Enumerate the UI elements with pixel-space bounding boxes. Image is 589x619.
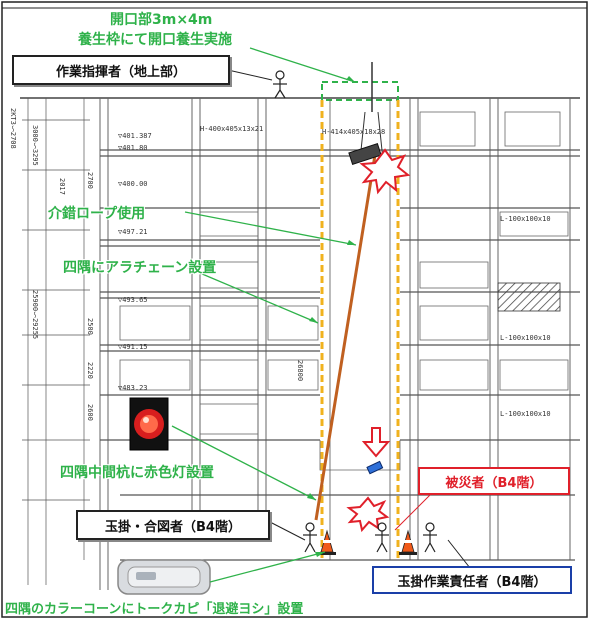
beam-note: H-400x405x13x21 (200, 125, 264, 133)
elevation-mark: ▽493.65 (118, 296, 148, 304)
red-light-label: 四隅中間杭に赤色灯設置 (60, 465, 214, 481)
left-dimension: 25900～29255 (31, 290, 39, 340)
traffic-cone-icon (318, 529, 336, 555)
elevation-mark: ▽497.21 (118, 228, 148, 236)
beam-note: L-100x100x10 (500, 334, 551, 342)
stick-figure-icon (303, 522, 317, 553)
impact-burst-icon (346, 496, 390, 533)
down-arrow-icon (361, 427, 391, 458)
elevation-mark: ▽491.15 (118, 343, 148, 351)
elevation-mark: ▽401.387 (118, 132, 152, 140)
signaler-label: 玉掛・合図者（B4階） (76, 510, 270, 540)
hatched-block (497, 282, 561, 312)
fallen-object (366, 460, 384, 475)
stick-figure-icon (375, 522, 389, 553)
opening-label-line2: 養生枠にて開口養生実施 (78, 32, 232, 48)
crane-bucket-icon (348, 143, 382, 165)
left-dimension: 2600 (86, 404, 94, 421)
elevation-mark: ▽400.00 (118, 180, 148, 188)
stick-figure-icon (273, 70, 287, 99)
impact-burst-icon (359, 148, 411, 195)
left-dimension: 2500 (86, 318, 94, 335)
left-dimension: 2017 (58, 178, 66, 195)
red-warning-lamp-icon (129, 397, 169, 451)
talking-cone-label: 四隅のカラーコーンにトークカピ「退避ヨシ」設置 (5, 602, 304, 617)
traffic-cone-icon (399, 529, 417, 555)
guide-rope-label: 介錯ロープ使用 (48, 206, 146, 222)
guide-rope (314, 154, 377, 521)
supervisor-label: 作業指揮者（地上部） (12, 55, 230, 85)
rigging-manager-label: 玉掛作業責任者（B4階） (372, 566, 572, 594)
armor-chain-label: 四隅にアラチェーン設置 (63, 260, 217, 276)
beam-note: L-100x100x10 (500, 215, 551, 223)
opening-label-line1: 開口部3m×4m (110, 12, 213, 28)
beam-note: L-100x100x10 (500, 410, 551, 418)
left-dimension: 2220 (86, 362, 94, 379)
left-dimension: 3000～3295 (31, 125, 39, 166)
left-dimension: 2700 (86, 172, 94, 189)
victim-label: 被災者（B4階） (418, 467, 570, 495)
talking-device-icon (117, 559, 211, 595)
elevation-mark: ▽483.23 (118, 384, 148, 392)
beam-note: H-414x405x18x28 (322, 128, 386, 136)
left-dimension: 2KT3～2708 (9, 108, 17, 149)
elevation-mark: ▽401.80 (118, 144, 148, 152)
opening-guard-frame (321, 81, 399, 101)
stick-figure-icon (423, 522, 437, 553)
height-note: 26800 (296, 360, 304, 382)
